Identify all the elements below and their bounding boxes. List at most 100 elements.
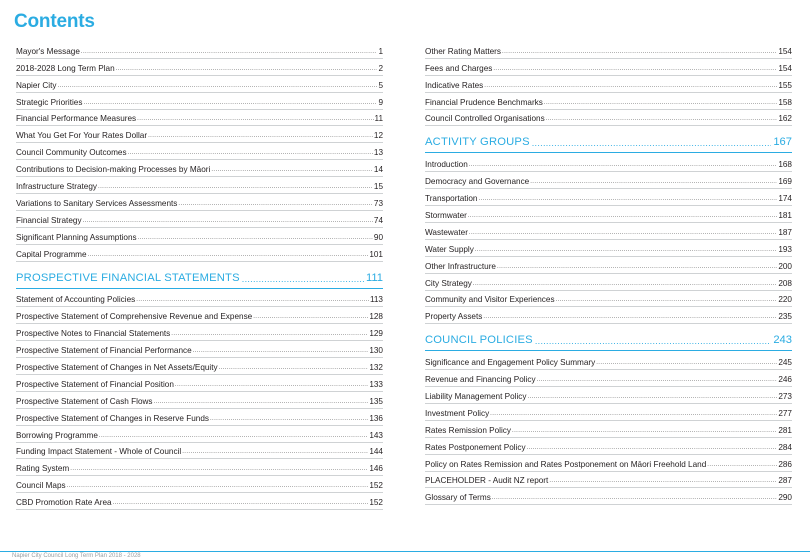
- toc-label: Rating System: [16, 464, 70, 474]
- toc-entry-investment-policy[interactable]: Investment Policy277: [425, 404, 792, 421]
- toc-page-number: 111: [365, 271, 383, 284]
- toc-label: Prospective Notes to Financial Statement…: [16, 329, 171, 339]
- toc-entry-fees-and-charges[interactable]: Fees and Charges154: [425, 59, 792, 76]
- toc-label: Variations to Sanitary Services Assessme…: [16, 198, 178, 208]
- toc-section-prospective-financial-statements[interactable]: PROSPECTIVE FINANCIAL STATEMENTS111: [16, 262, 383, 289]
- toc-entry-variations-to-sanitary-services-assessments[interactable]: Variations to Sanitary Services Assessme…: [16, 194, 383, 211]
- toc-label: Borrowing Programme: [16, 430, 98, 440]
- toc-entry-rates-remission-policy[interactable]: Rates Remission Policy281: [425, 421, 792, 438]
- toc-entry-glossary-of-terms[interactable]: Glossary of Terms290: [425, 488, 792, 506]
- toc-entry-prospective-statement-of-changes-in-reserve-funds[interactable]: Prospective Statement of Changes in Rese…: [16, 409, 383, 426]
- toc-label: Prospective Statement of Changes in Rese…: [16, 413, 209, 423]
- toc-entry-prospective-statement-of-financial-position[interactable]: Prospective Statement of Financial Posit…: [16, 375, 383, 392]
- dot-leader: [98, 183, 373, 192]
- dot-leader: [483, 313, 777, 322]
- toc-label: Introduction: [425, 160, 468, 170]
- dot-leader: [502, 48, 777, 57]
- toc-entry-transportation[interactable]: Transportation174: [425, 189, 792, 207]
- toc-entry-strategic-priorities[interactable]: Strategic Priorities9: [16, 93, 383, 110]
- toc-label: Other Infrastructure: [425, 261, 496, 271]
- toc-page-number: 146: [369, 464, 383, 474]
- toc-entry-policy-on-rates-remission-and-rates-postponement-on-m-ori-freehold-land[interactable]: Policy on Rates Remission and Rates Post…: [425, 455, 792, 472]
- toc-entry-indicative-rates[interactable]: Indicative Rates155: [425, 76, 792, 93]
- toc-page-number: 287: [778, 476, 792, 486]
- toc-entry-funding-impact-statement-whole-of-council[interactable]: Funding Impact Statement - Whole of Coun…: [16, 443, 383, 460]
- toc-section-council-policies[interactable]: COUNCIL POLICIES243: [425, 324, 792, 352]
- toc-entry-napier-city[interactable]: Napier City5: [16, 76, 383, 93]
- dot-leader: [178, 200, 373, 209]
- toc-entry-prospective-notes-to-financial-statements[interactable]: Prospective Notes to Financial Statement…: [16, 324, 383, 342]
- dot-leader: [484, 82, 777, 91]
- toc-page-number: 245: [778, 358, 792, 368]
- toc-entry-property-assets[interactable]: Property Assets235: [425, 307, 792, 325]
- dot-leader: [549, 477, 777, 486]
- toc-entry-mayor-s-message[interactable]: Mayor's Message1: [16, 42, 383, 59]
- toc-entry-council-community-outcomes[interactable]: Council Community Outcomes13: [16, 143, 383, 161]
- toc-section-activity-groups[interactable]: ACTIVITY GROUPS167: [425, 126, 792, 154]
- toc-entry-other-infrastructure[interactable]: Other Infrastructure200: [425, 257, 792, 274]
- toc-entry-financial-performance-measures[interactable]: Financial Performance Measures11: [16, 110, 383, 127]
- toc-entry-community-and-visitor-experiences[interactable]: Community and Visitor Experiences220: [425, 291, 792, 308]
- toc-label: Strategic Priorities: [16, 97, 83, 107]
- toc-label: Wastewater: [425, 227, 468, 237]
- toc-label: Liability Management Policy: [425, 392, 527, 402]
- toc-label: Financial Strategy: [16, 215, 82, 225]
- toc-entry-rating-system[interactable]: Rating System 146: [16, 459, 383, 477]
- dot-leader: [83, 99, 377, 108]
- toc-entry-introduction[interactable]: Introduction168: [425, 155, 792, 173]
- toc-entry-financial-prudence-benchmarks[interactable]: Financial Prudence Benchmarks158: [425, 93, 792, 110]
- dot-leader: [530, 178, 777, 187]
- dot-leader: [70, 465, 368, 474]
- toc-entry-revenue-and-financing-policy[interactable]: Revenue and Financing Policy246: [425, 370, 792, 388]
- toc-entry-financial-strategy[interactable]: Financial Strategy74: [16, 211, 383, 228]
- toc-entry-infrastructure-strategy[interactable]: Infrastructure Strategy15: [16, 177, 383, 195]
- toc-entry-cbd-promotion-rate-area[interactable]: CBD Promotion Rate Area152: [16, 493, 383, 511]
- toc-page-number: 155: [778, 80, 792, 90]
- toc-page-number: 152: [369, 481, 383, 491]
- dot-leader: [211, 166, 373, 175]
- toc-entry-stormwater[interactable]: Stormwater181: [425, 206, 792, 224]
- toc-entry-contributions-to-decision-making-processes-by-m-ori[interactable]: Contributions to Decision-making Process…: [16, 160, 383, 178]
- toc-entry-significant-planning-assumptions[interactable]: Significant Planning Assumptions90: [16, 228, 383, 245]
- toc-entry-city-strategy[interactable]: City Strategy208: [425, 274, 792, 291]
- footer-rule: [0, 551, 810, 552]
- toc-entry-wastewater[interactable]: Wastewater187: [425, 223, 792, 240]
- toc-entry-prospective-statement-of-changes-in-net-assets-equity[interactable]: Prospective Statement of Changes in Net …: [16, 358, 383, 376]
- toc-page-number: 181: [778, 211, 792, 221]
- toc-entry-democracy-and-governance[interactable]: Democracy and Governance169: [425, 172, 792, 190]
- toc-entry-statement-of-accounting-policies[interactable]: Statement of Accounting Policies113: [16, 291, 383, 308]
- toc-page-number: 277: [778, 408, 792, 418]
- toc-entry-placeholder-audit-nz-report[interactable]: PLACEHOLDER - Audit NZ report287: [425, 472, 792, 489]
- toc-page-number: 128: [369, 312, 383, 322]
- toc-entry-water-supply[interactable]: Water Supply193: [425, 240, 792, 257]
- dot-leader: [469, 229, 777, 238]
- dot-leader: [83, 217, 373, 226]
- toc-label: Funding Impact Statement - Whole of Coun…: [16, 447, 182, 457]
- toc-label: Contributions to Decision-making Process…: [16, 165, 211, 175]
- toc-entry-prospective-statement-of-financial-performance[interactable]: Prospective Statement of Financial Perfo…: [16, 341, 383, 359]
- toc-entry-prospective-statement-of-comprehensive-revenue-and-expense[interactable]: Prospective Statement of Comprehensive R…: [16, 307, 383, 325]
- toc-label: Prospective Statement of Comprehensive R…: [16, 312, 253, 322]
- toc-entry-what-you-get-for-your-rates-dollar[interactable]: What You Get For Your Rates Dollar12: [16, 126, 383, 144]
- toc-entry-borrowing-programme[interactable]: Borrowing Programme143: [16, 426, 383, 443]
- toc-entry-prospective-statement-of-cash-flows[interactable]: Prospective Statement of Cash Flows135: [16, 392, 383, 409]
- toc-entry-rates-postponement-policy[interactable]: Rates Postponement Policy284: [425, 438, 792, 455]
- toc-entry-other-rating-matters[interactable]: Other Rating Matters154: [425, 42, 792, 59]
- toc-label: Property Assets: [425, 312, 483, 322]
- toc-entry-council-controlled-organisations[interactable]: Council Controlled Organisations162: [425, 110, 792, 127]
- dot-leader: [475, 246, 777, 255]
- toc-page-number: 174: [778, 194, 792, 204]
- toc-label: Water Supply: [425, 244, 474, 254]
- toc-page-number: 90: [373, 232, 383, 242]
- dot-leader: [148, 132, 373, 141]
- toc-entry-liability-management-policy[interactable]: Liability Management Policy273: [425, 387, 792, 405]
- toc-entry-council-maps[interactable]: Council Maps152: [16, 476, 383, 494]
- toc-label: Financial Performance Measures: [16, 114, 137, 124]
- toc-entry-capital-programme[interactable]: Capital Programme101: [16, 245, 383, 262]
- dot-leader: [537, 376, 778, 385]
- dot-leader: [469, 161, 778, 170]
- toc-page-number: 286: [778, 459, 792, 469]
- dot-leader: [596, 359, 777, 368]
- toc-entry-significance-and-engagement-policy-summary[interactable]: Significance and Engagement Policy Summa…: [425, 353, 792, 371]
